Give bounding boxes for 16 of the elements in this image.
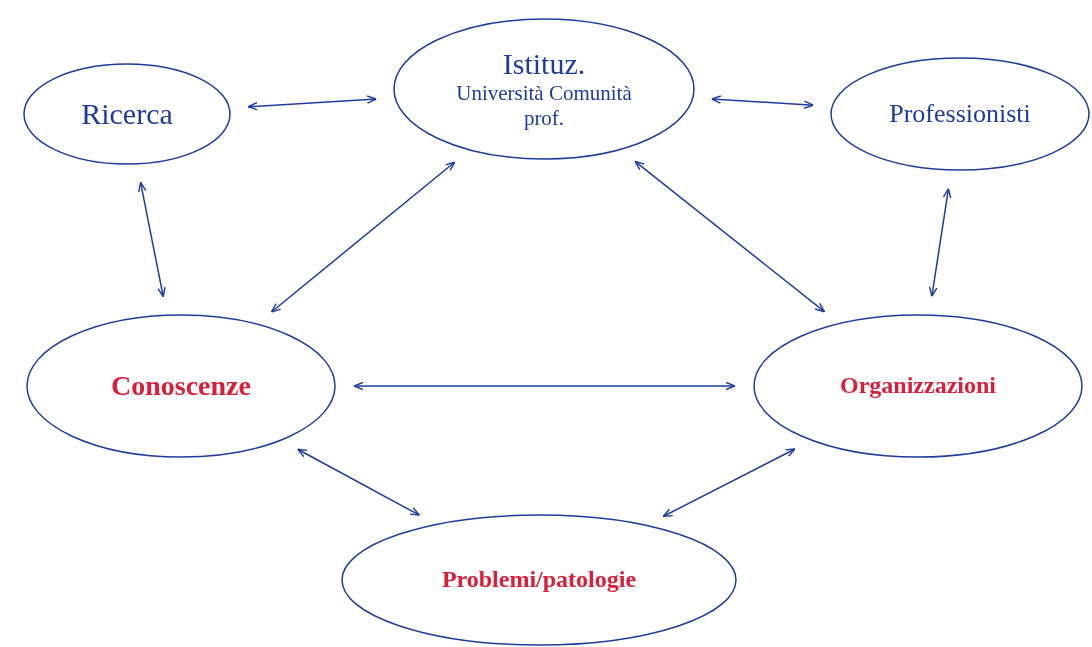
node-title: Ricerca	[81, 96, 173, 132]
node-title: Istituz.	[502, 46, 586, 82]
double-arrow	[296, 448, 421, 516]
double-arrow	[928, 187, 952, 298]
double-arrow	[270, 161, 456, 313]
double-arrow	[247, 95, 377, 111]
node-title: Conoscenze	[111, 369, 251, 403]
double-arrow	[662, 448, 796, 518]
double-arrow	[711, 95, 814, 109]
double-arrow	[634, 160, 826, 313]
node-title: Organizzazioni	[840, 372, 996, 400]
node-title: Professionisti	[889, 99, 1031, 129]
node-title: Problemi/patologie	[441, 566, 637, 594]
double-arrow	[353, 381, 736, 391]
node-subtitle: Università Comunità prof.	[455, 81, 633, 132]
double-arrow	[138, 181, 166, 298]
